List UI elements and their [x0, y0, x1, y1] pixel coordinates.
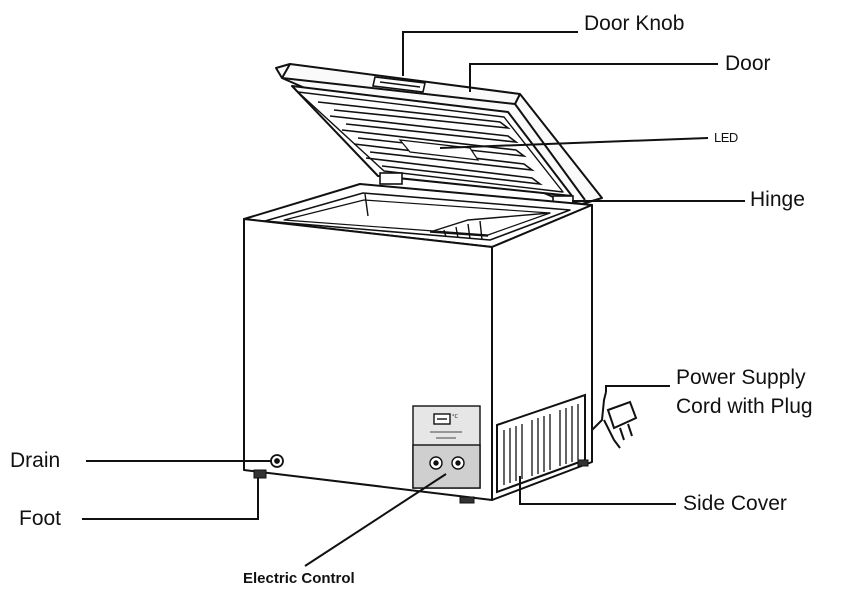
label-door-knob: Door Knob: [584, 12, 685, 35]
label-foot: Foot: [19, 507, 62, 530]
label-drain: Drain: [10, 449, 61, 472]
leader-door: [469, 63, 718, 92]
svg-text:°C: °C: [452, 414, 459, 420]
leader-electric-control: [304, 473, 447, 567]
power-cord-with-plug: [591, 391, 638, 449]
side-cover: [496, 393, 586, 494]
drain: [270, 454, 284, 468]
leader-led: [439, 137, 709, 149]
leader-lines: [82, 31, 745, 567]
label-power-supply-line1: Power Supply: [676, 366, 806, 389]
leader-door-knob: [402, 31, 578, 76]
leader-power-supply: [605, 385, 670, 392]
inner-compartment: [364, 193, 551, 241]
electric-control-panel: °C: [412, 405, 481, 489]
foot: [253, 459, 589, 504]
door-knob: [372, 76, 426, 93]
label-power-supply-line2: Cord with Plug: [676, 395, 813, 418]
label-side-cover: Side Cover: [683, 492, 787, 515]
leader-side-cover: [519, 476, 676, 505]
door-inner-ribs: [317, 101, 543, 186]
label-electric-control: Electric Control: [243, 570, 355, 587]
leader-foot: [82, 478, 259, 520]
label-door: Door: [725, 52, 771, 75]
label-led: LED: [714, 130, 738, 145]
label-hinge: Hinge: [750, 188, 805, 211]
